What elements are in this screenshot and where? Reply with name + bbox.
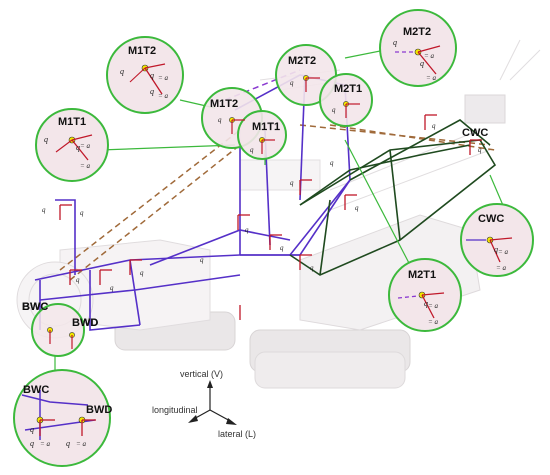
callout-bwc-small: BWC BWD: [22, 301, 98, 357]
svg-text:q: q: [200, 256, 204, 264]
svg-text:BWD: BWD: [86, 404, 112, 416]
svg-text:q: q: [393, 38, 397, 47]
svg-text:q: q: [80, 209, 84, 217]
callout-bwc-bwd: BWC BWD q q q = a = a: [13, 369, 112, 467]
svg-text:= a: = a: [498, 248, 508, 256]
svg-text:q: q: [120, 67, 124, 76]
svg-text:M2T1: M2T1: [408, 269, 436, 281]
callout-m2t2-mid: M2T2 M2T1 q q: [275, 44, 373, 127]
svg-text:= a: = a: [424, 52, 434, 60]
callout-m2t1: M2T1 q = a = a: [388, 258, 462, 332]
svg-text:q: q: [66, 439, 70, 448]
model-q-labels: q q q q q q q q q q q q q q: [42, 122, 482, 292]
callout-m1t1: M1T1 q q = a = a: [35, 108, 109, 182]
svg-text:q: q: [76, 143, 80, 152]
svg-text:= a: = a: [40, 440, 50, 448]
svg-text:q: q: [290, 79, 294, 87]
svg-text:BWC: BWC: [23, 384, 49, 396]
svg-text:q: q: [245, 226, 249, 234]
svg-text:q: q: [218, 116, 222, 124]
svg-text:M2T1: M2T1: [334, 83, 362, 95]
svg-text:q: q: [332, 106, 336, 114]
green-frame: [289, 119, 497, 276]
svg-text:q: q: [432, 122, 436, 130]
svg-text:BWD: BWD: [72, 317, 98, 329]
svg-text:q: q: [494, 245, 498, 254]
svg-text:q: q: [30, 425, 34, 434]
svg-text:q: q: [355, 204, 359, 212]
svg-text:M1T2: M1T2: [128, 45, 156, 57]
svg-text:q: q: [150, 71, 154, 80]
svg-text:= a: = a: [428, 302, 438, 310]
svg-text:q: q: [44, 135, 48, 144]
svg-text:M1T1: M1T1: [58, 116, 86, 128]
svg-text:q: q: [140, 269, 144, 277]
svg-text:M2T2: M2T2: [288, 55, 316, 67]
coordinate-axes: vertical (V) longitudinal lateral (L): [152, 369, 256, 439]
svg-text:q: q: [424, 299, 428, 308]
svg-text:BWC: BWC: [22, 301, 48, 313]
svg-text:q: q: [76, 276, 80, 284]
callout-m1t2: M1T2 q q q = a = a: [106, 36, 184, 114]
svg-text:q: q: [42, 206, 46, 214]
svg-text:= a: = a: [158, 74, 168, 82]
svg-text:= a: = a: [496, 264, 506, 272]
svg-text:= a: = a: [76, 440, 86, 448]
svg-text:q: q: [250, 146, 254, 154]
svg-text:= a: = a: [158, 92, 168, 100]
callout-m1t2-mid: M1T2 M1T1 q q: [201, 87, 287, 160]
callout-m2t2: M2T2 q q = a = a: [379, 9, 457, 87]
svg-text:q: q: [150, 87, 154, 96]
svg-text:q: q: [30, 439, 34, 448]
svg-text:M1T2: M1T2: [210, 98, 238, 110]
machine-silhouette: [16, 39, 541, 389]
model-arrows: [59, 114, 482, 320]
svg-text:q: q: [478, 146, 482, 154]
model-label-cwc: CWC: [462, 127, 488, 139]
svg-text:q: q: [280, 244, 284, 252]
svg-text:q: q: [330, 159, 334, 167]
svg-text:M2T2: M2T2: [403, 26, 431, 38]
svg-text:= a: = a: [426, 74, 436, 82]
svg-text:= a: = a: [80, 162, 90, 170]
svg-text:CWC: CWC: [478, 213, 504, 225]
svg-text:= a: = a: [428, 318, 438, 326]
axis-vertical-label: vertical (V): [180, 369, 223, 379]
axis-longitudinal-label: longitudinal: [152, 405, 198, 415]
axis-lateral-label: lateral (L): [218, 429, 256, 439]
svg-text:M1T1: M1T1: [252, 121, 280, 133]
svg-text:q: q: [290, 179, 294, 187]
callout-cwc: CWC q = a = a: [460, 203, 534, 277]
svg-text:q: q: [420, 59, 424, 68]
svg-text:= a: = a: [80, 142, 90, 150]
svg-text:q: q: [110, 284, 114, 292]
svg-text:q: q: [310, 264, 314, 272]
